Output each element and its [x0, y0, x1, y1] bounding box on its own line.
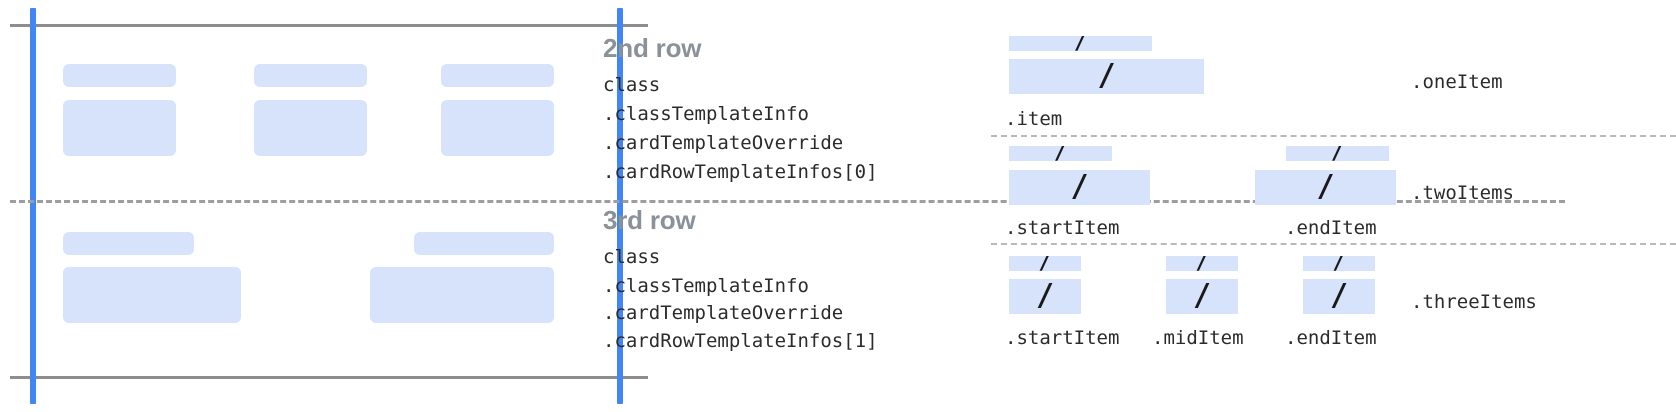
row-2-code-line-3: .cardTemplateOverride: [603, 132, 844, 154]
row-divider-dashed: [10, 200, 1565, 203]
row-2-col-3-value-placeholder: [441, 100, 554, 156]
slash-glyph: /: [1329, 279, 1349, 313]
row-3-code-line-4: .cardRowTemplateInfos[1]: [603, 330, 878, 352]
two-items-start-label: .startItem: [1005, 217, 1120, 239]
row-3-code-line-2: .classTemplateInfo: [603, 275, 809, 297]
three-items-end-label: .endItem: [1285, 327, 1377, 349]
item-layout-legend: / / .item .oneItem / / .startItem / /: [983, 0, 1676, 412]
three-items-start-label: .startItem: [1005, 327, 1120, 349]
row-3-col-2-label-placeholder: [414, 232, 554, 255]
slash-glyph: /: [1330, 146, 1345, 161]
slash-glyph: /: [1035, 279, 1055, 313]
three-items-end-label-placeholder: /: [1303, 256, 1375, 271]
three-items-group-label: .threeItems: [1411, 291, 1537, 313]
three-items-mid-value-placeholder: /: [1166, 279, 1238, 314]
row-3-col-1-value-placeholder: [63, 267, 241, 323]
card-top-rule: [10, 24, 648, 27]
row-2-col-2-value-placeholder: [254, 100, 367, 156]
row-3-heading: 3rd row: [603, 205, 696, 235]
three-items-end-value-placeholder: /: [1303, 279, 1375, 314]
two-items-end-value-placeholder: /: [1255, 170, 1396, 205]
card-preview-frame: [0, 0, 1565, 412]
slash-glyph: /: [1073, 36, 1088, 51]
slash-glyph: /: [1316, 170, 1335, 204]
legend-separator-1: [991, 135, 1676, 137]
three-items-mid-label-placeholder: /: [1166, 256, 1238, 271]
card-bottom-rule: [10, 376, 648, 379]
one-item-value-placeholder: /: [1009, 59, 1204, 94]
one-item-label-placeholder: /: [1009, 36, 1152, 51]
row-2-col-2-label-placeholder: [254, 64, 367, 87]
one-item-item-label: .item: [1005, 108, 1063, 130]
slash-glyph: /: [1195, 256, 1209, 271]
slash-glyph: /: [1070, 170, 1089, 204]
two-items-start-value-placeholder: /: [1009, 170, 1150, 205]
row-description-column: 2nd row class .classTemplateInfo .cardTe…: [603, 0, 983, 412]
slash-glyph: /: [1192, 279, 1212, 313]
slash-glyph: /: [1038, 256, 1052, 271]
row-3-code-line-1: class: [603, 246, 661, 268]
row-2-col-3-label-placeholder: [441, 64, 554, 87]
three-items-start-label-placeholder: /: [1009, 256, 1081, 271]
row-3-col-1-label-placeholder: [63, 232, 194, 255]
two-items-group-label: .twoItems: [1411, 182, 1514, 204]
slash-glyph: /: [1097, 59, 1116, 93]
row-2-heading: 2nd row: [603, 33, 702, 63]
card-right-guide: [617, 8, 623, 404]
one-item-group-label: .oneItem: [1411, 71, 1503, 93]
slash-glyph: /: [1053, 146, 1068, 161]
legend-separator-2: [991, 243, 1676, 245]
row-2-code-line-1: class: [603, 74, 661, 96]
card-left-guide: [30, 8, 36, 404]
two-items-start-label-placeholder: /: [1009, 146, 1112, 161]
two-items-end-label: .endItem: [1285, 217, 1377, 239]
three-items-mid-label: .midItem: [1152, 327, 1244, 349]
row-2-code-line-4: .cardRowTemplateInfos[0]: [603, 161, 878, 183]
row-3-col-2-value-placeholder: [370, 267, 554, 323]
row-2-code-line-2: .classTemplateInfo: [603, 103, 809, 125]
row-2-col-1-label-placeholder: [63, 64, 176, 87]
row-2-col-1-value-placeholder: [63, 100, 176, 156]
two-items-end-label-placeholder: /: [1286, 146, 1389, 161]
row-3-code-line-3: .cardTemplateOverride: [603, 302, 844, 324]
three-items-start-value-placeholder: /: [1009, 279, 1081, 314]
slash-glyph: /: [1332, 256, 1346, 271]
